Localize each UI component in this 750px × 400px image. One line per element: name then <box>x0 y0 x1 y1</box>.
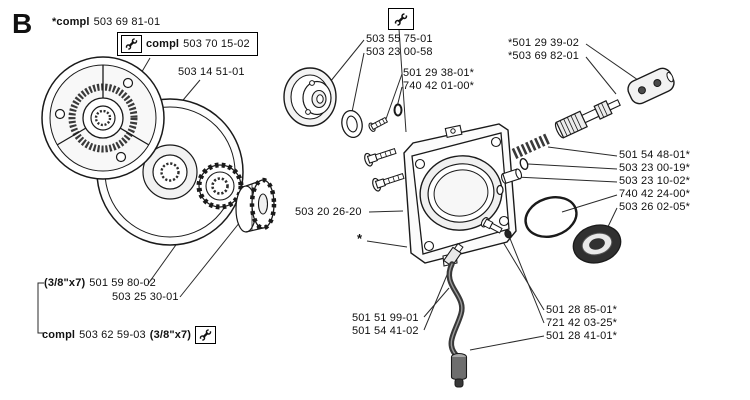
callout-compl-clutch-cover: compl 503 70 15-02 <box>117 32 258 56</box>
oil-seal <box>572 224 622 264</box>
callout-o-ring-small: 740 42 01-00* <box>403 80 474 93</box>
callout-connector: 501 54 41-02 <box>352 325 419 338</box>
part-suffix: (3/8"x7) <box>149 328 192 341</box>
part-number: 503 23 00-58 <box>366 46 433 58</box>
mounting-bolt-upper <box>364 148 397 167</box>
part-number: 501 54 41-02 <box>352 325 419 337</box>
part-number: *503 69 82-01 <box>508 50 580 62</box>
oil-pump-drive-wheel <box>283 67 337 127</box>
part-prefix: compl <box>42 328 76 341</box>
part-number: 503 23 10-02* <box>619 175 691 187</box>
pump-plunger <box>501 168 523 184</box>
part-number: 501 51 99-01 <box>352 312 419 324</box>
part-number: 503 69 81-01 <box>93 16 161 28</box>
part-prefix: compl <box>146 37 180 50</box>
worm-gear-shaft <box>554 99 621 139</box>
valve-seat <box>496 184 504 196</box>
part-number: 503 26 02-05* <box>619 201 691 213</box>
mounting-bolt-lower <box>372 173 405 192</box>
callout-plunger: 503 23 10-02* <box>619 175 690 188</box>
callout-spring-washer: 503 23 00-19* <box>619 162 690 175</box>
callout-compl-drum: compl 503 62 59-03 (3/8"x7) <box>42 326 217 344</box>
callout-seal: 503 26 02-05* <box>619 201 690 214</box>
pump-screw <box>480 217 503 234</box>
o-ring-large <box>524 196 578 238</box>
wrench-icon <box>394 12 408 26</box>
tool-kit-box <box>121 35 142 53</box>
callout-worm-gear: *503 69 82-01 <box>508 50 579 63</box>
callout-washer: 503 23 00-58 <box>366 46 433 59</box>
callout-pump-drive: 503 55 75-01 <box>366 33 433 46</box>
tool-kit-box <box>388 8 414 30</box>
callout-clutch-washer: 503 14 51-01 <box>178 66 245 79</box>
callout-lines <box>37 28 639 351</box>
section-letter: B <box>12 8 33 39</box>
oil-hose-assembly <box>442 242 468 388</box>
part-number: 501 28 85-01* <box>546 304 618 316</box>
part-number: 501 28 41-01* <box>546 330 618 342</box>
part-prefix: *compl <box>52 16 90 28</box>
part-number: 501 29 38-01* <box>403 67 475 79</box>
part-number: 503 55 75-01 <box>366 33 433 45</box>
callout-rim-sprocket: 503 25 30-01 <box>112 291 179 304</box>
part-number: 503 25 30-01 <box>112 291 179 303</box>
callout-housing-asterisk: * <box>357 232 362 245</box>
callout-spring: 501 54 48-01* <box>619 149 690 162</box>
part-number: 501 59 80-02 <box>89 277 156 289</box>
flat-washer <box>341 109 363 139</box>
part-number: 501 54 48-01* <box>619 149 691 161</box>
tool-kit-box <box>195 326 217 344</box>
rim-sprocket <box>235 177 277 233</box>
callout-o-ring-large: 740 42 24-00* <box>619 188 690 201</box>
spring-washer <box>519 157 529 171</box>
wrench-icon <box>199 329 212 341</box>
parts <box>41 56 675 388</box>
part-number: 503 62 59-03 <box>79 328 146 341</box>
callout-pump-screw: 501 28 85-01* <box>546 304 617 317</box>
callout-hose: 501 51 99-01 <box>352 312 419 325</box>
part-number: 740 42 01-00* <box>403 80 475 92</box>
o-ring-tiny <box>504 229 512 239</box>
oil-pickup-body <box>450 352 468 388</box>
callout-needle-bearing: (3/8"x7) 501 59 80-02 <box>44 277 156 290</box>
clutch-shoe-assembly <box>41 56 165 180</box>
part-number: 503 70 15-02 <box>183 37 250 50</box>
part-number: 740 42 24-00* <box>619 188 691 200</box>
small-screw <box>368 116 389 132</box>
part-number: 503 14 51-01 <box>178 66 245 78</box>
callout-o-ring-tiny: 721 42 03-25* <box>546 317 617 330</box>
callout-small-screw: 501 29 38-01* <box>403 67 474 80</box>
needle-bearing-sprocket <box>196 162 244 210</box>
part-prefix: (3/8"x7) <box>44 277 86 289</box>
part-number: 721 42 03-25* <box>546 317 618 329</box>
pump-end-cap <box>627 67 675 105</box>
part-number: 503 20 26-20 <box>295 206 362 218</box>
hose-connector <box>442 242 464 268</box>
asterisk-marker: * <box>357 231 363 246</box>
wrench-icon <box>125 38 138 50</box>
pump-spring <box>511 132 552 160</box>
callout-end-cap: *501 29 39-02 <box>508 37 579 50</box>
o-ring-small <box>393 103 403 117</box>
part-number: *501 29 39-02 <box>508 37 580 49</box>
callout-pickup: 501 28 41-01* <box>546 330 617 343</box>
part-number: 503 23 00-19* <box>619 162 691 174</box>
callout-compl-clutch: *compl 503 69 81-01 <box>52 16 160 29</box>
callout-housing: 503 20 26-20 <box>295 206 362 219</box>
